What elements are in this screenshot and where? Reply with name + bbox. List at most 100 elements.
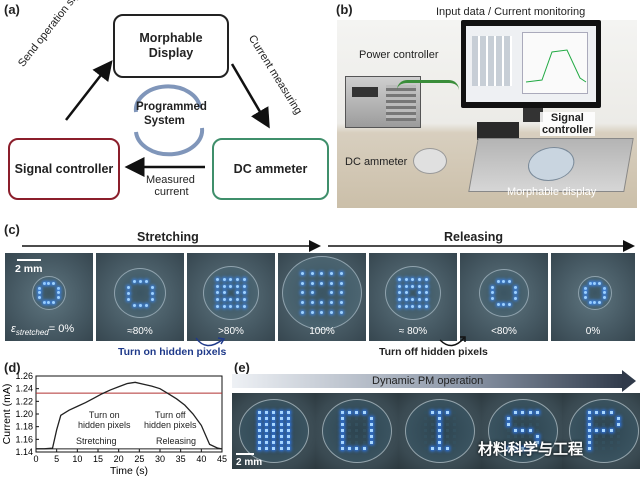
pixel [42,301,46,305]
signal-controller-box: Signal controller [8,138,120,200]
panel-d-letter: (d) [4,360,21,375]
pixel [132,303,136,307]
pixel [603,282,606,285]
series-line-0 [36,381,223,450]
pixel [222,277,226,281]
pixel [265,446,269,450]
pixel [508,302,512,306]
pixel [341,446,345,450]
pixel [507,422,511,426]
pixel [431,446,435,450]
pixel [508,286,511,289]
pixel [418,277,422,281]
pixel [265,422,269,426]
pixel [37,286,41,290]
pixel [258,434,262,438]
pixel [301,272,305,276]
pixel [145,286,148,289]
device [114,268,166,318]
pixel [521,422,525,426]
pixel [144,303,148,307]
pixel [397,291,401,295]
pixel [272,422,276,426]
measured-current-label: Measured current [146,174,195,198]
pixel [286,410,290,414]
pixel [438,440,442,444]
pixel [42,281,46,285]
pixel [320,291,323,294]
pixel [609,440,613,444]
pixel [404,291,408,295]
morphable-display-box: Morphable Display [113,14,229,78]
pixel [52,281,56,285]
pixel [445,422,449,426]
pixel [438,422,442,426]
y-tick-label: 1.18 [15,422,33,432]
pixel [411,284,415,288]
pixel [38,301,41,304]
pixel [127,304,130,307]
morphable-display-photo-label: Morphable display [507,186,597,198]
pixel [362,434,366,438]
pixel [528,446,532,450]
pixel [595,416,599,420]
pixel [616,410,620,414]
pixel [229,277,233,281]
pixel [339,281,343,285]
pixel [272,434,276,438]
pixel [588,301,592,305]
pixel [57,282,60,285]
pixel [339,272,343,276]
pixel [535,428,539,432]
dc-ammeter-label: DC ammeter [233,161,308,176]
pixel [126,291,130,295]
device [203,266,259,320]
pixel [369,416,373,420]
pixel [150,285,154,289]
pixel [418,305,422,309]
pixel [222,298,226,302]
pixel [215,298,219,302]
panel-e-letter: (e) [234,360,250,375]
pixel [595,410,599,414]
led-grid [298,269,346,317]
pixel [411,305,415,309]
measured-line: Measured [146,174,195,186]
pixel [243,291,247,295]
pixel [598,287,601,290]
pixel [602,410,606,414]
pixel [362,410,366,414]
pixel [404,305,408,309]
pixel [425,291,429,295]
pixel [404,298,408,302]
led-grid [256,409,292,451]
signal-controller-photo-label: Signal controller [540,112,595,136]
pixel [603,291,607,295]
pixel [229,284,233,288]
pixel [445,440,449,444]
pixel [258,428,262,432]
pixel [286,422,290,426]
pixel [362,440,366,444]
pixel [339,291,343,295]
pixel [528,428,532,432]
pixel [616,416,620,420]
pixel [279,428,283,432]
pixel [588,446,592,450]
pixel [452,440,456,444]
pixel [593,296,596,299]
pixel [491,291,495,295]
annot-turn-off: Turn off hidden pixels [144,410,197,430]
pixel [528,440,532,444]
stage-caption-5: <80% [491,326,517,337]
pixel [341,428,345,432]
pixel [424,440,428,444]
signal-controller-device [477,122,519,140]
pixel [609,446,613,450]
pixel [445,446,449,450]
monitor-screen [466,26,596,102]
pixel [425,284,429,288]
pixel [279,416,283,420]
scale-bar-c [17,259,41,261]
y-tick-label: 1.24 [15,384,33,394]
